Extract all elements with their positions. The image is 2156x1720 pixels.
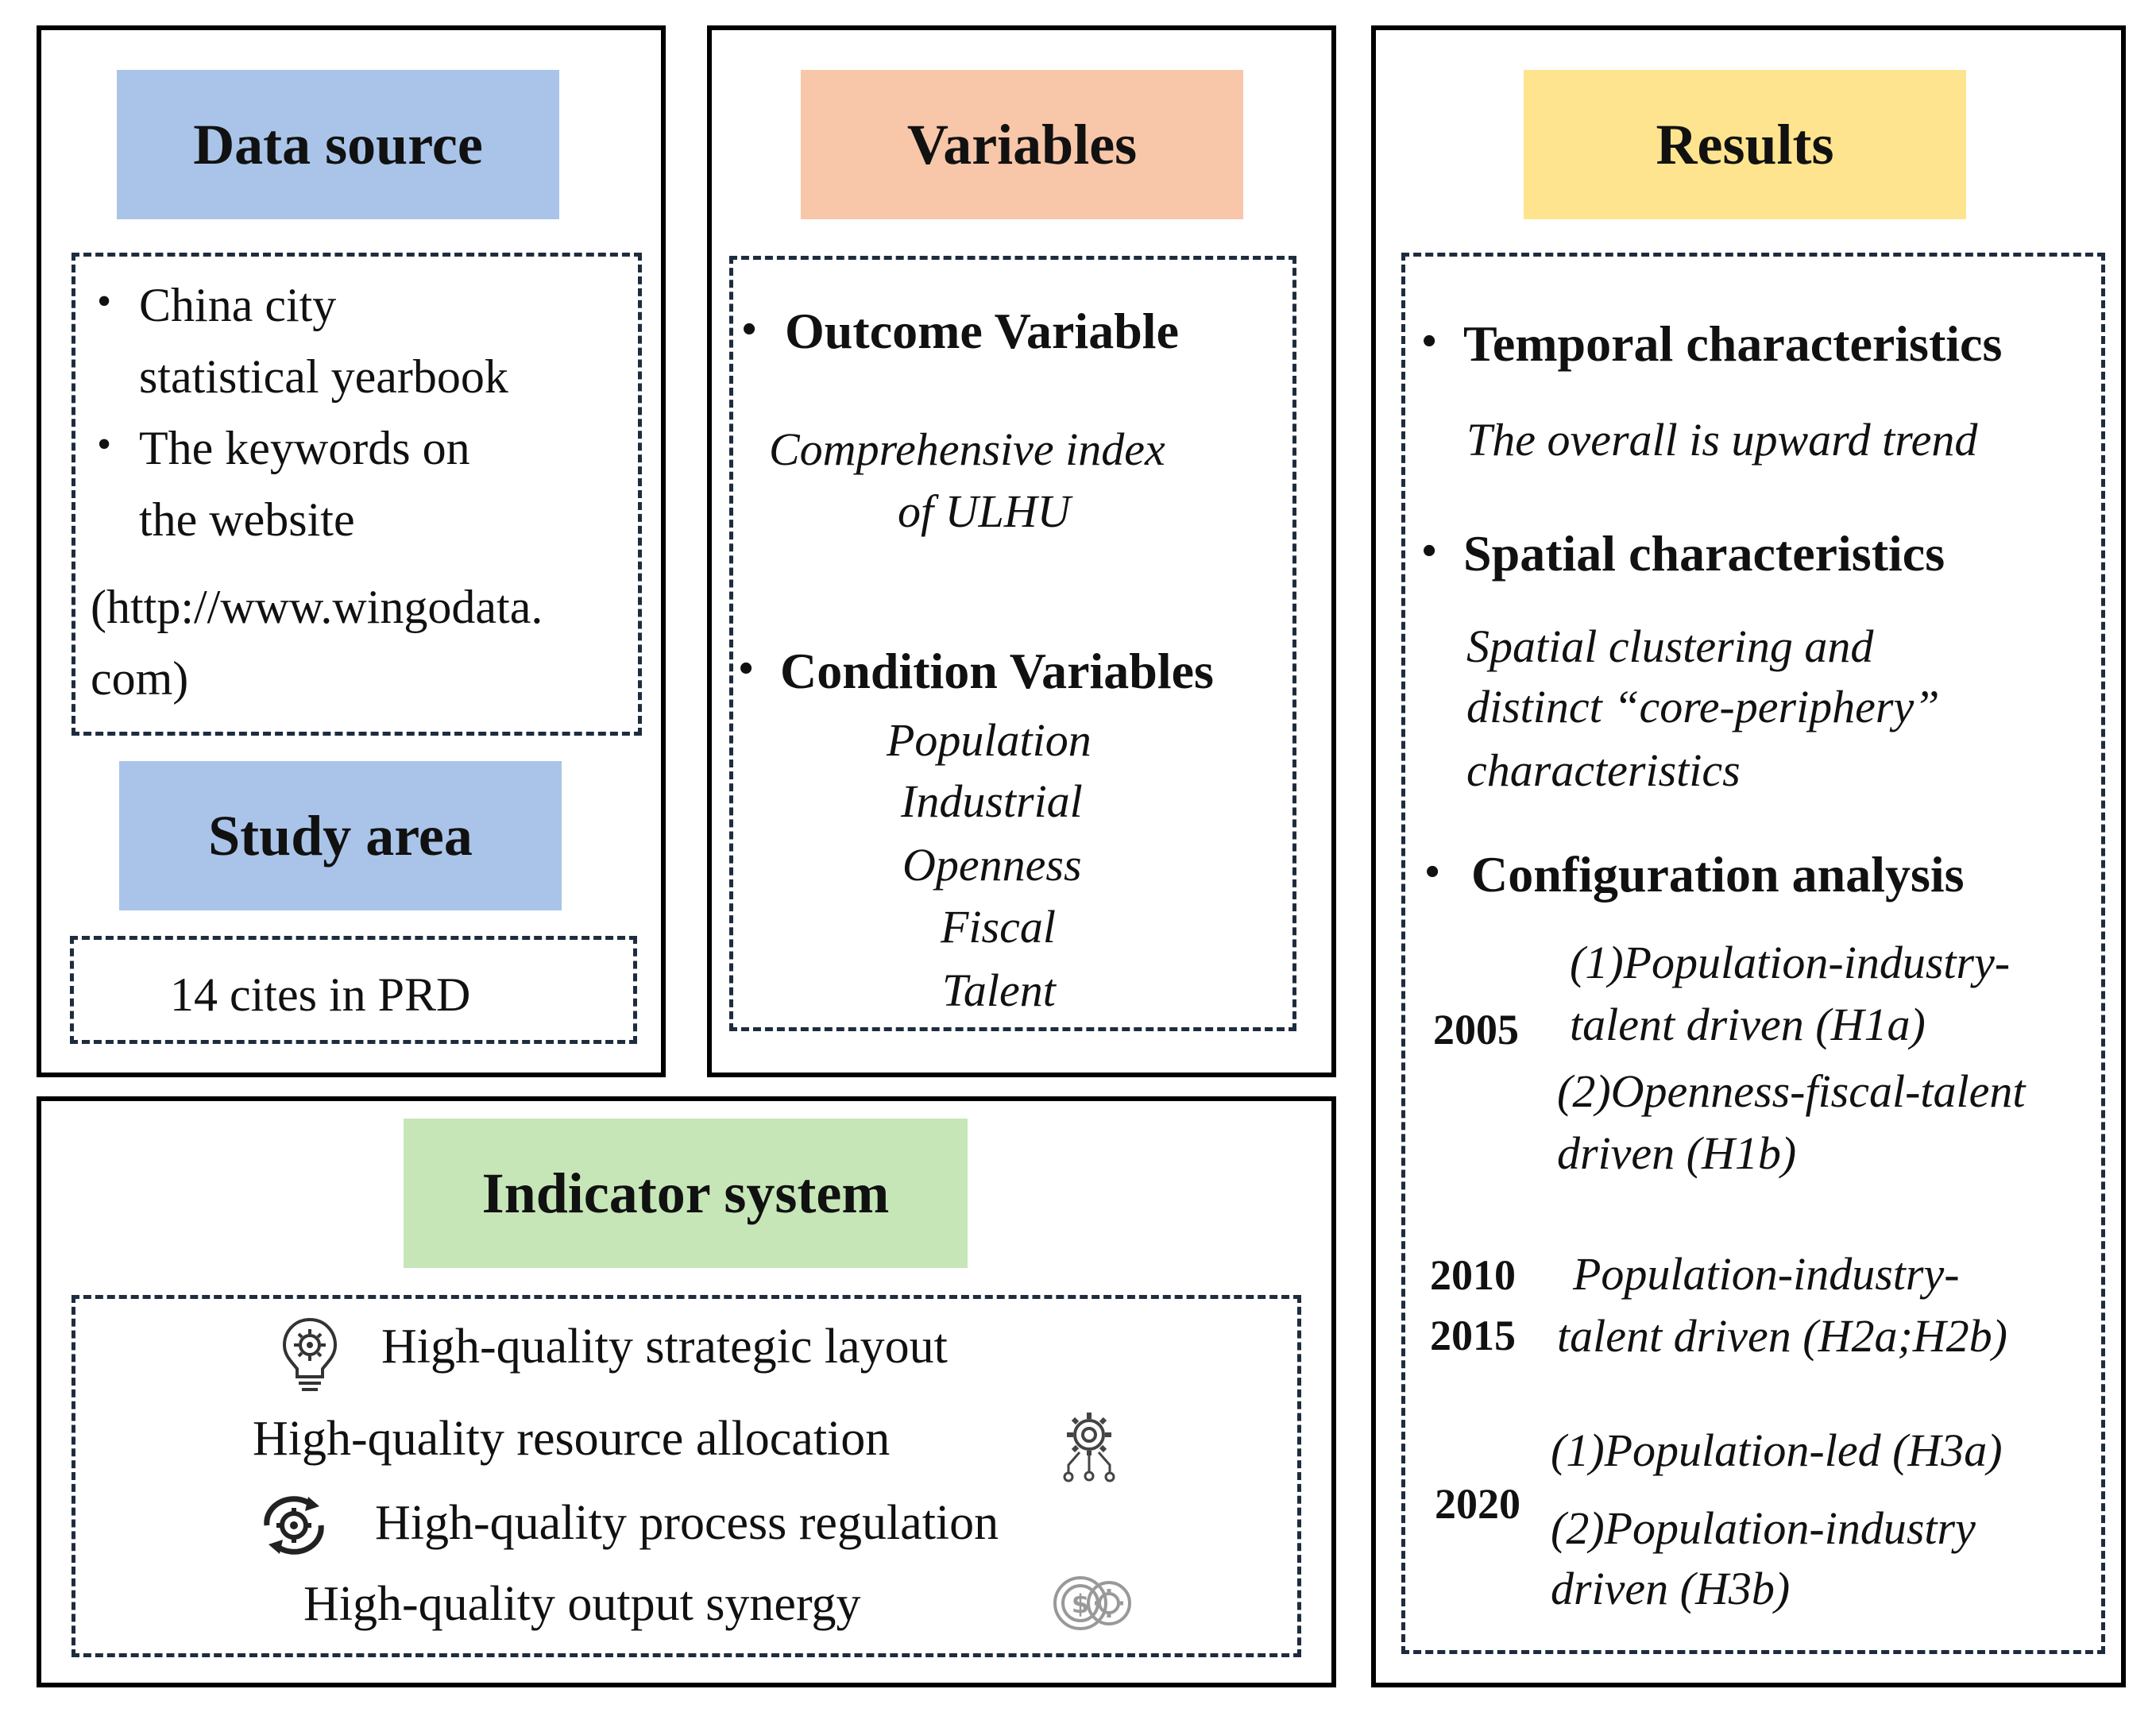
result-2005-b: talent driven (H1a): [1570, 999, 1926, 1050]
spatial-heading: Spatial characteristics: [1463, 525, 1945, 582]
data-source-item-2a: The keywords on: [139, 422, 470, 474]
svg-text:$: $: [1072, 1589, 1089, 1619]
study-area-text: 14 cites in PRD: [170, 968, 471, 1021]
bullet-dot: •: [742, 307, 757, 352]
bullet-dot: •: [97, 279, 112, 324]
indicator-system-title: Indicator system: [404, 1119, 968, 1268]
gear-network-icon: [1063, 1413, 1115, 1482]
year-2005: 2005: [1433, 1006, 1519, 1053]
result-2020-c: driven (H3b): [1551, 1563, 1791, 1614]
indicator-resource-allocation: High-quality resource allocation: [253, 1412, 891, 1466]
outcome-variable-heading: Outcome Variable: [785, 303, 1179, 359]
variables-box: [729, 256, 1296, 1031]
bullet-dot: •: [97, 422, 112, 467]
spatial-text-b: distinct “core-periphery”: [1466, 681, 1940, 732]
result-2010-2015-a: Population-industry-: [1573, 1248, 1960, 1300]
condition-openness: Openness: [902, 839, 1082, 891]
gear-cycle-icon: [264, 1496, 324, 1555]
condition-population: Population: [887, 714, 1092, 766]
study-area-box: [70, 936, 637, 1044]
temporal-heading: Temporal characteristics: [1463, 315, 2003, 372]
result-2020-a: (1)Population-led (H3a): [1551, 1424, 2003, 1476]
condition-industrial: Industrial: [901, 775, 1083, 827]
year-2010: 2010: [1430, 1251, 1516, 1299]
year-2020: 2020: [1435, 1480, 1520, 1528]
data-source-item-1a: China city: [139, 279, 337, 331]
outcome-value-a: Comprehensive index: [769, 423, 1165, 475]
lightbulb-gear-icon: [282, 1317, 338, 1391]
spatial-text-a: Spatial clustering and: [1466, 620, 1874, 672]
data-source-item-1b: statistical yearbook: [139, 350, 508, 403]
condition-talent: Talent: [942, 964, 1056, 1016]
data-source-box: [71, 253, 642, 736]
data-source-item-2b: the website: [139, 493, 355, 546]
indicator-output-synergy: High-quality output synergy: [303, 1577, 861, 1631]
result-2020-b: (2)Population-industry: [1551, 1502, 1976, 1554]
condition-variables-heading: Condition Variables: [780, 643, 1214, 699]
config-heading: Configuration analysis: [1471, 846, 1965, 903]
bullet-dot: •: [1425, 849, 1440, 895]
results-title: Results: [1524, 70, 1966, 219]
spatial-text-c: characteristics: [1466, 744, 1741, 796]
indicator-strategic-layout: High-quality strategic layout: [381, 1320, 948, 1374]
result-2005-d: driven (H1b): [1557, 1127, 1797, 1179]
bullet-dot: •: [1422, 319, 1437, 364]
indicator-system-box: [71, 1295, 1301, 1657]
coins-exchange-icon: $: [1053, 1576, 1131, 1630]
results-panel: [1371, 25, 2126, 1687]
bullet-dot: •: [1422, 528, 1437, 574]
condition-fiscal: Fiscal: [941, 901, 1056, 953]
year-2015: 2015: [1430, 1312, 1516, 1359]
result-2005-c: (2)Openness-fiscal-talent: [1557, 1065, 2026, 1117]
data-source-url-a: (http://www.wingodata.: [91, 581, 543, 633]
study-area-title: Study area: [119, 761, 562, 910]
variables-title: Variables: [801, 70, 1243, 219]
result-2010-2015-b: talent driven (H2a;H2b): [1557, 1310, 2007, 1362]
results-box: [1401, 253, 2105, 1654]
bullet-dot: •: [739, 646, 754, 691]
indicator-process-regulation: High-quality process regulation: [375, 1496, 999, 1550]
result-2005-a: (1)Population-industry-: [1570, 937, 2011, 988]
temporal-text: The overall is upward trend: [1466, 414, 1978, 466]
data-source-title: Data source: [117, 70, 559, 219]
outcome-value-b: of ULHU: [898, 485, 1071, 537]
data-source-url-b: com): [91, 652, 189, 705]
